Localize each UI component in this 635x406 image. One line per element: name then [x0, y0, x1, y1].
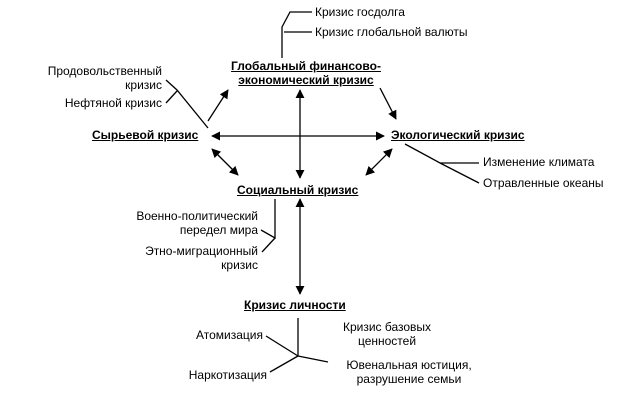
leaf-oil: Нефтяной кризис	[64, 96, 162, 110]
leaf-oceans: Отравленные океаны	[483, 176, 604, 190]
arrow-ecological-social	[365, 148, 393, 176]
node-global-financial: Глобальный финансово- экономический криз…	[216, 59, 396, 87]
arrow-raw-global	[207, 89, 229, 122]
leaf-food: Продовольственный кризис	[0, 64, 162, 92]
leaf-military-political: Военно-политический передел мира	[80, 209, 258, 237]
leaf-food-line1: Продовольственный	[47, 64, 162, 78]
leaf-atomization: Атомизация	[196, 328, 263, 342]
leaf-line-atomization	[265, 335, 299, 357]
leaf-base-values-line2: ценностей	[357, 334, 417, 348]
leaf-line-ethno	[261, 237, 276, 253]
leaf-line-narcotization	[269, 355, 299, 373]
arrow-global-ecological	[379, 87, 397, 120]
leaf-military-political-line2: передел мира	[179, 223, 258, 237]
bracket-raw-leaves	[165, 79, 209, 129]
leaf-line-oil	[165, 90, 178, 104]
leaf-base-values: Кризис базовых ценностей	[322, 320, 452, 348]
node-social: Социальный кризис	[237, 183, 359, 197]
node-personality: Кризис личности	[244, 298, 346, 312]
leaf-ethno-migration-line2: кризис	[221, 258, 258, 272]
node-raw-materials: Сырьевой кризис	[92, 128, 199, 142]
leaf-line-juvenile	[297, 355, 329, 363]
node-global-financial-line1: Глобальный финансово-	[231, 59, 381, 73]
leaf-climate: Изменение климата	[483, 155, 595, 169]
node-global-financial-line2: экономический кризис	[238, 73, 374, 87]
arrow-raw-social	[211, 148, 239, 176]
leaf-base-values-line1: Кризис базовых	[342, 320, 432, 334]
bracket-global-leaves	[281, 11, 312, 58]
leaf-line-oceans	[439, 162, 480, 184]
leaf-narcotization: Наркотизация	[188, 368, 267, 382]
leaf-military-political-line1: Военно-политический	[136, 209, 258, 223]
leaf-juvenile: Ювенальная юстиция, разрушение семьи	[326, 358, 492, 386]
leaf-juvenile-line2: разрушение семьи	[356, 372, 462, 386]
bracket-ecological-leaves	[404, 143, 479, 164]
node-ecological: Экологический кризис	[391, 128, 525, 142]
bracket-social-leaves	[260, 199, 276, 240]
leaf-public-debt: Кризис госдолга	[315, 5, 405, 19]
leaf-ethno-migration: Этно-миграционный кризис	[80, 244, 258, 272]
leaf-ethno-migration-line1: Этно-миграционный	[145, 244, 258, 258]
leaf-global-currency: Кризис глобальной валюты	[315, 25, 468, 39]
leaf-juvenile-line1: Ювенальная юстиция,	[346, 358, 472, 372]
leaf-food-line2: кризис	[125, 78, 162, 92]
